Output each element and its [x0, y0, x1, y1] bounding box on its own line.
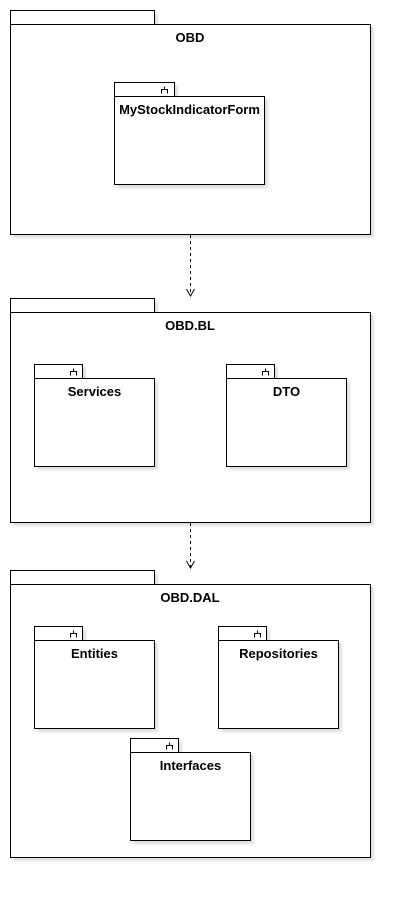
package-body [226, 378, 347, 467]
package-icon [262, 368, 269, 376]
package-obd-bl-label: OBD.BL [165, 318, 215, 333]
package-dto-label: DTO [273, 384, 300, 399]
dependency-arrow-bl-to-dal [186, 523, 195, 570]
package-body [130, 752, 251, 841]
package-interfaces[interactable] [130, 738, 251, 841]
package-icon [70, 630, 77, 638]
package-icon [166, 742, 173, 750]
package-body [114, 96, 265, 185]
package-body [218, 640, 339, 729]
package-body [34, 378, 155, 467]
package-entities[interactable] [34, 626, 155, 729]
package-icon [161, 86, 168, 94]
dependency-arrow-obd-to-bl [186, 235, 195, 298]
package-tab [10, 298, 155, 313]
package-repositories[interactable] [218, 626, 339, 729]
package-mystockindicatorform-label: MyStockIndicatorForm [119, 102, 260, 117]
package-entities-label: Entities [71, 646, 118, 661]
package-icon [254, 630, 261, 638]
package-services-label: Services [68, 384, 122, 399]
package-services[interactable] [34, 364, 155, 467]
package-repositories-label: Repositories [239, 646, 318, 661]
package-obd-dal-label: OBD.DAL [160, 590, 219, 605]
package-obd-label: OBD [176, 30, 205, 45]
package-dto[interactable] [226, 364, 347, 467]
package-tab [10, 570, 155, 585]
package-icon [70, 368, 77, 376]
package-body [34, 640, 155, 729]
package-mystockindicatorform[interactable] [114, 82, 265, 185]
package-interfaces-label: Interfaces [160, 758, 221, 773]
package-tab [10, 10, 155, 25]
